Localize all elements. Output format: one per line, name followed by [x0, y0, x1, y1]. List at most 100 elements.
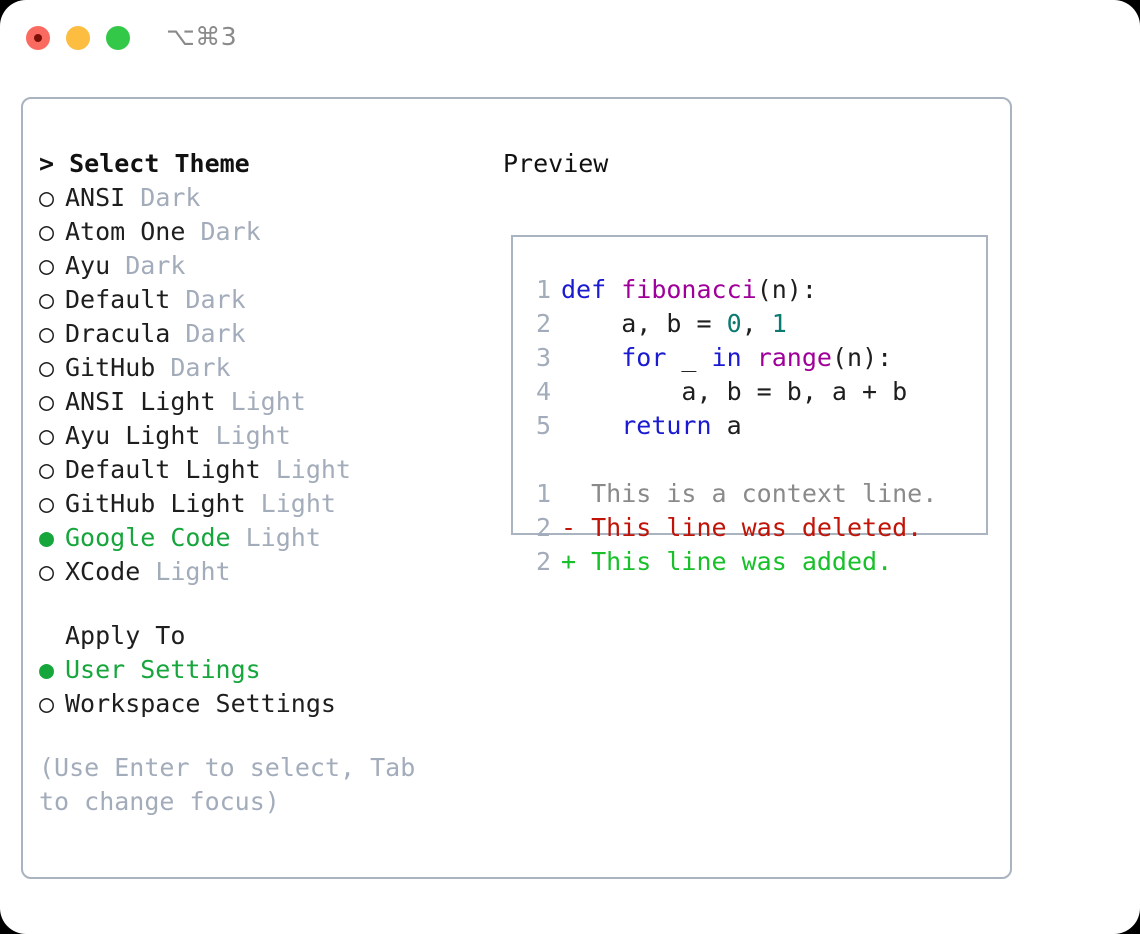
theme-name: GitHub Light — [65, 489, 246, 518]
theme-variant-badge: Light — [260, 455, 351, 484]
theme-list-item[interactable]: ○Default Light Light — [39, 453, 479, 487]
theme-variant-badge: Light — [200, 421, 291, 450]
diff-text: This line was deleted. — [591, 513, 923, 542]
theme-name: Atom One — [65, 217, 186, 246]
code-token: def — [561, 275, 607, 304]
keyboard-shortcut-label: ⌥⌘3 — [166, 22, 238, 51]
radio-unselected-icon: ○ — [39, 387, 55, 416]
radio-unselected-icon: ○ — [39, 455, 55, 484]
code-token: a, b = b, a + b — [561, 377, 908, 406]
apply-to-list: ●User Settings○Workspace Settings — [39, 653, 479, 721]
theme-name: Default — [65, 285, 171, 314]
line-number: 4 — [535, 377, 551, 406]
radio-unselected-icon: ○ — [39, 319, 55, 348]
code-token — [742, 343, 757, 372]
theme-name: ANSI Light — [65, 387, 216, 416]
radio-unselected-icon: ○ — [39, 183, 55, 212]
code-token: (n): — [756, 275, 817, 304]
diff-line: 2- This line was deleted. — [523, 511, 980, 545]
theme-variant-badge: Dark — [110, 251, 186, 280]
diff-line-number: 1 — [535, 479, 551, 508]
theme-list: ○ANSI Dark○Atom One Dark○Ayu Dark○Defaul… — [39, 181, 479, 589]
theme-variant-badge: Light — [230, 523, 321, 552]
radio-selected-icon: ● — [39, 523, 55, 552]
theme-list-item[interactable]: ○GitHub Dark — [39, 351, 479, 385]
theme-name: XCode — [65, 557, 141, 586]
theme-list-item[interactable]: ○GitHub Light Light — [39, 487, 479, 521]
code-token: a — [711, 411, 742, 440]
theme-name: Google Code — [65, 523, 231, 552]
line-number: 5 — [535, 411, 551, 440]
code-line: 5 return a — [523, 409, 980, 443]
theme-name: ANSI — [65, 183, 126, 212]
theme-variant-badge: Dark — [185, 217, 261, 246]
code-diff-separator — [523, 443, 980, 477]
theme-variant-badge: Light — [140, 557, 231, 586]
code-token: 0 — [726, 309, 742, 338]
code-token: , — [741, 309, 772, 338]
theme-list-item[interactable]: ○ Dracula Dark — [39, 317, 479, 351]
diff-marker: + — [561, 547, 592, 576]
diff-lines: 1 This is a context line.2- This line wa… — [523, 477, 980, 579]
code-token — [606, 275, 621, 304]
code-token: in — [711, 343, 742, 372]
theme-variant-badge: Dark — [125, 183, 201, 212]
close-window-button[interactable] — [26, 26, 50, 50]
theme-name: Dracula — [65, 319, 171, 348]
preview-heading: Preview — [503, 149, 609, 178]
diff-marker — [561, 479, 591, 508]
code-token: fibonacci — [621, 275, 757, 304]
apply-to-option[interactable]: ●User Settings — [39, 653, 479, 687]
line-number: 3 — [535, 343, 551, 372]
select-theme-heading: > Select Theme — [39, 149, 250, 178]
theme-list-item[interactable]: ○ Atom One Dark — [39, 215, 479, 249]
radio-unselected-icon: ○ — [39, 217, 55, 246]
code-token: range — [756, 343, 832, 372]
section-spacer — [39, 589, 479, 619]
apply-to-label: User Settings — [65, 655, 261, 684]
diff-line-number: 2 — [535, 513, 551, 542]
keyboard-hint-text: (Use Enter to select, Tab to change focu… — [39, 753, 431, 816]
radio-unselected-icon: ○ — [39, 689, 55, 718]
minimize-window-button[interactable] — [66, 26, 90, 50]
theme-list-column: > Select Theme ○ANSI Dark○Atom One Dark○… — [39, 147, 479, 819]
theme-variant-badge: Dark — [155, 353, 231, 382]
apply-to-heading: Apply To — [65, 621, 186, 650]
theme-name: Ayu — [65, 251, 111, 280]
theme-list-item[interactable]: ○ ANSI Dark — [39, 181, 479, 215]
theme-variant-badge: Dark — [170, 319, 246, 348]
code-token — [561, 411, 621, 440]
theme-list-item[interactable]: ○XCode Light — [39, 555, 479, 589]
radio-unselected-icon: ○ — [39, 353, 55, 382]
theme-list-item[interactable]: ○ Ayu Dark — [39, 249, 479, 283]
code-token: (n): — [831, 343, 893, 372]
diff-line: 2+ This line was added. — [523, 545, 980, 579]
theme-name: Ayu Light — [65, 421, 201, 450]
diff-line-number: 2 — [535, 547, 551, 576]
code-line: 3 for _ in range(n): — [523, 341, 980, 375]
theme-list-item[interactable]: ○Default Dark — [39, 283, 479, 317]
code-token: for — [621, 343, 667, 372]
diff-marker: - — [561, 513, 592, 542]
radio-unselected-icon: ○ — [39, 251, 55, 280]
theme-list-item[interactable]: ○Ayu Light Light — [39, 419, 479, 453]
radio-unselected-icon: ○ — [39, 489, 55, 518]
hint-spacer — [39, 721, 479, 751]
theme-variant-badge: Dark — [170, 285, 246, 314]
theme-list-item[interactable]: ● Google Code Light — [39, 521, 479, 555]
maximize-window-button[interactable] — [106, 26, 130, 50]
diff-line: 1 This is a context line. — [523, 477, 980, 511]
code-token: a, b = — [561, 309, 727, 338]
code-line: 4 a, b = b, a + b — [523, 375, 980, 409]
apply-to-option[interactable]: ○Workspace Settings — [39, 687, 479, 721]
theme-selector-panel: > Select Theme ○ANSI Dark○Atom One Dark○… — [21, 97, 1012, 879]
diff-text: This is a context line. — [591, 479, 938, 508]
code-token: return — [621, 411, 712, 440]
line-number: 2 — [535, 309, 551, 338]
theme-list-item[interactable]: ○ANSI Light Light — [39, 385, 479, 419]
